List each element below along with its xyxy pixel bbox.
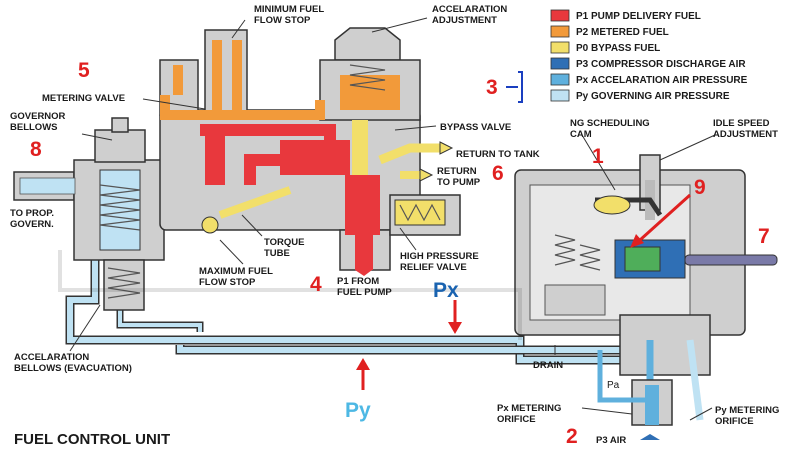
label-py-big: Py <box>345 399 371 422</box>
label-p3-air: P3 AIR <box>596 435 626 446</box>
callout-number-4: 4 <box>310 273 322 296</box>
label-px-big: Px <box>433 279 459 302</box>
label-bypass-valve: BYPASS VALVE <box>440 122 511 133</box>
legend-label-p2: P2 METERED FUEL <box>576 27 669 38</box>
ng-computer-section <box>514 154 778 440</box>
color-legend: P1 PUMP DELIVERY FUEL P2 METERED FUEL P0… <box>550 9 748 102</box>
label-to-prop: TO PROP.GOVERN. <box>10 208 54 230</box>
label-drain: DRAIN <box>533 360 563 371</box>
legend-swatch-px <box>550 73 570 86</box>
return-tank-arrow <box>439 141 454 155</box>
callout-number-2: 2 <box>566 425 578 448</box>
callout-numbers: 1 2 3 4 5 6 7 8 9 <box>30 59 770 448</box>
callout-number-6: 6 <box>492 162 504 185</box>
callout-number-7: 7 <box>758 225 770 248</box>
accel-spring <box>349 64 386 91</box>
p2-metered-fuel <box>160 40 400 120</box>
py-air-lines <box>65 260 640 365</box>
legend-label-p3: P3 COMPRESSOR DISCHARGE AIR <box>576 59 746 70</box>
p1-pump-delivery <box>200 124 380 270</box>
label-metering-valve: METERING VALVE <box>42 93 125 104</box>
callout-number-8: 8 <box>30 138 42 161</box>
legend-swatch-p2 <box>550 25 570 38</box>
p0-bypass-fuel <box>201 120 446 234</box>
legend-swatch-p3 <box>550 57 570 70</box>
legend-label-p0: P0 BYPASS FUEL <box>576 43 660 54</box>
legend-swatch-py <box>550 89 570 102</box>
legend-label-px: Px ACCELARATION AIR PRESSURE <box>576 75 748 86</box>
legend-swatch-p1 <box>550 9 570 22</box>
label-return-tank: RETURN TO TANK <box>456 149 540 160</box>
callout-number-1: 1 <box>592 145 604 168</box>
callout-number-9: 9 <box>694 176 706 199</box>
legend-label-py: Py GOVERNING AIR PRESSURE <box>576 91 730 102</box>
return-pump-arrow <box>419 168 434 182</box>
pointer-arrows <box>356 71 692 390</box>
callout-number-5: 5 <box>78 59 90 82</box>
label-pa: Pa <box>607 380 620 391</box>
diagram-title: FUEL CONTROL UNIT <box>14 431 170 448</box>
leader-lines <box>69 17 716 421</box>
legend-label-p1: P1 PUMP DELIVERY FUEL <box>576 11 701 22</box>
legend-swatch-p0 <box>550 41 570 54</box>
p1-inlet-arrow <box>355 270 372 276</box>
px-air-lines <box>58 250 645 403</box>
callout-number-3: 3 <box>486 76 498 99</box>
